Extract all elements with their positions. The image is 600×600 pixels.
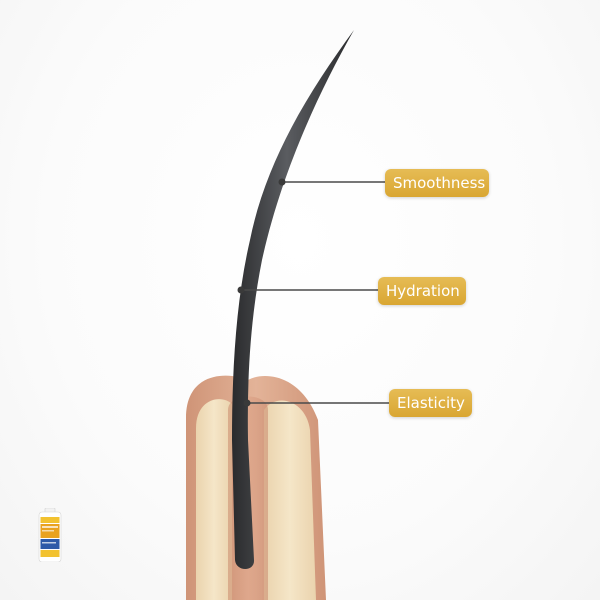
label-smoothness: Smoothness <box>385 169 489 197</box>
dermis-left <box>196 399 232 600</box>
marker-elasticity <box>243 399 251 407</box>
shampoo-bottle-icon <box>38 508 62 562</box>
marker-hydration <box>237 286 245 294</box>
dermis-right <box>264 400 316 600</box>
label-elasticity: Elasticity <box>389 389 472 417</box>
marker-smoothness <box>278 178 286 186</box>
label-hydration: Hydration <box>378 277 466 305</box>
hair-shaft <box>232 30 354 569</box>
